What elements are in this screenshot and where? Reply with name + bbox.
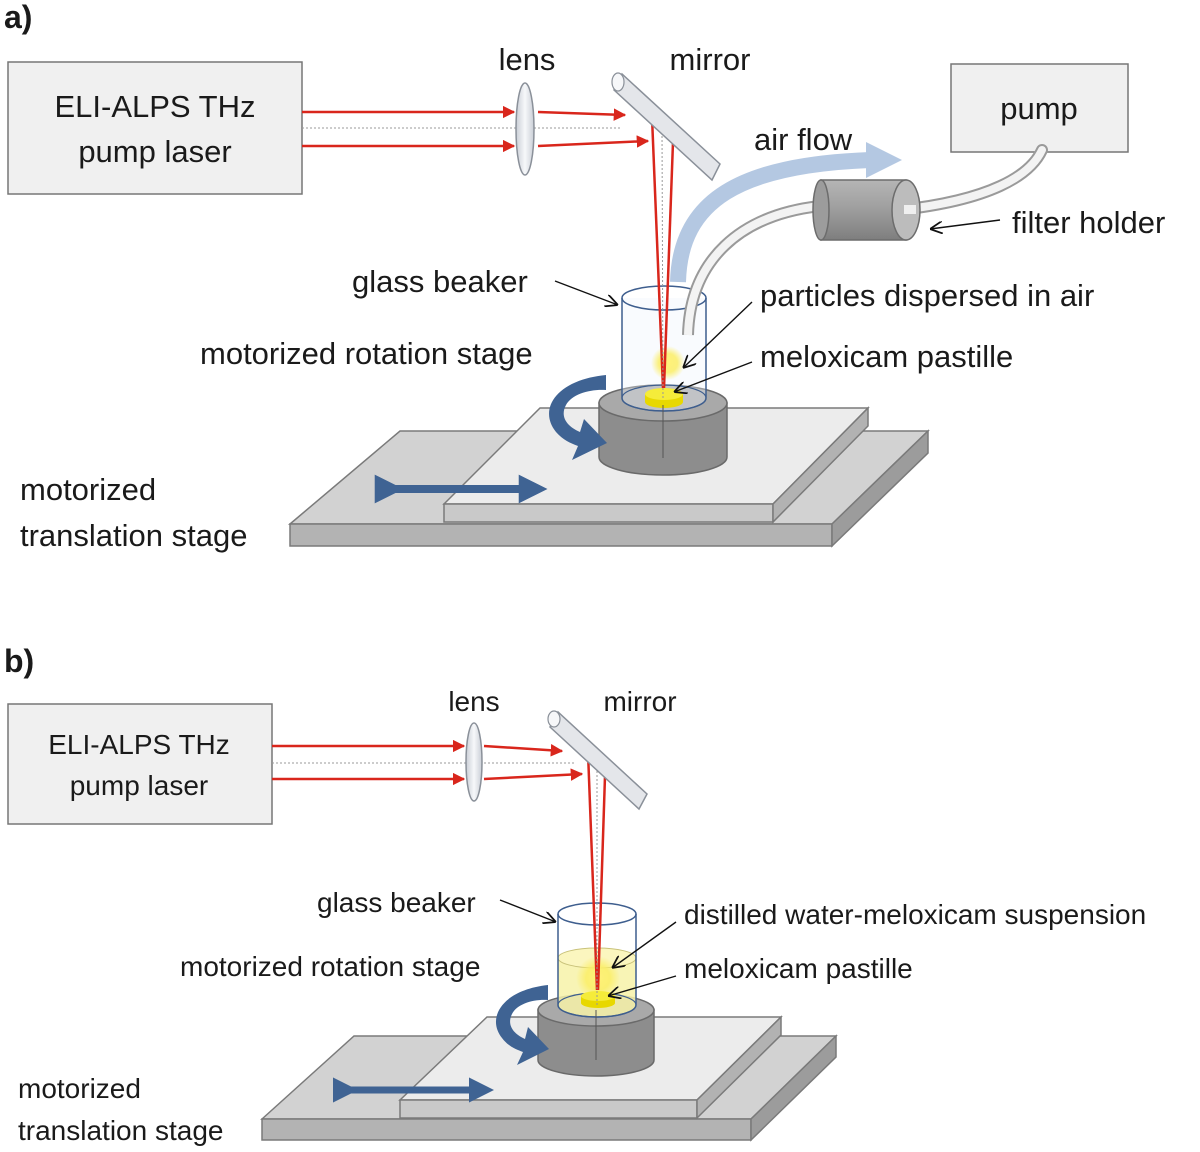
mirror-b [547, 710, 648, 811]
pump-label: pump [1000, 91, 1078, 126]
translation-stage-label-b-line1: motorized [18, 1073, 141, 1104]
meloxicam-pastille-b [581, 991, 615, 1008]
particles-cloud-a [651, 346, 685, 380]
pastille-label-a: meloxicam pastille [760, 339, 1013, 374]
panel-a-label: a) [4, 0, 32, 35]
laser-label-a-line2: pump laser [78, 134, 231, 169]
laser-label-a-line1: ELI-ALPS THz [54, 89, 255, 124]
lens-label-a: lens [499, 42, 556, 77]
lens-b [465, 722, 483, 802]
laser-beams-a [302, 105, 675, 401]
lens-a [515, 82, 535, 176]
panel-b: b) [4, 643, 1146, 1146]
filter-holder-pointer [930, 219, 1001, 229]
filter-holder-label: filter holder [1012, 205, 1165, 240]
laser-box-b [7, 703, 273, 825]
laser-label-b-line1: ELI-ALPS THz [48, 729, 230, 760]
laser-box-a [7, 61, 303, 195]
mirror-label-a: mirror [670, 42, 751, 77]
mirror-label-b: mirror [603, 686, 676, 717]
panel-b-label: b) [4, 643, 34, 679]
translation-stage-label-a-line2: translation stage [20, 518, 247, 553]
rotation-stage-label-a: motorized rotation stage [200, 336, 533, 371]
air-flow-arrow [670, 152, 871, 283]
filter-holder [812, 179, 921, 241]
translation-stage-label-b-line2: translation stage [18, 1115, 223, 1146]
mirror-a [611, 72, 721, 182]
rotation-arrow-a [549, 375, 607, 460]
rotation-arrow-b [495, 985, 549, 1065]
glass-beaker-label-b: glass beaker [317, 887, 476, 918]
translation-stage-label-a-line1: motorized [20, 472, 156, 507]
rotation-stage-label-b: motorized rotation stage [180, 951, 480, 982]
laser-beams-b [272, 739, 607, 1005]
air-flow-label: air flow [754, 122, 853, 157]
laser-label-b-line2: pump laser [70, 770, 209, 801]
lens-label-b: lens [448, 686, 499, 717]
pump-box [950, 63, 1129, 153]
pastille-label-b: meloxicam pastille [684, 953, 913, 984]
particles-label: particles dispersed in air [760, 278, 1094, 313]
suspension-label: distilled water-meloxicam suspension [684, 899, 1146, 930]
panel-a: a) [4, 0, 1165, 553]
glass-beaker-label-a: glass beaker [352, 264, 528, 299]
